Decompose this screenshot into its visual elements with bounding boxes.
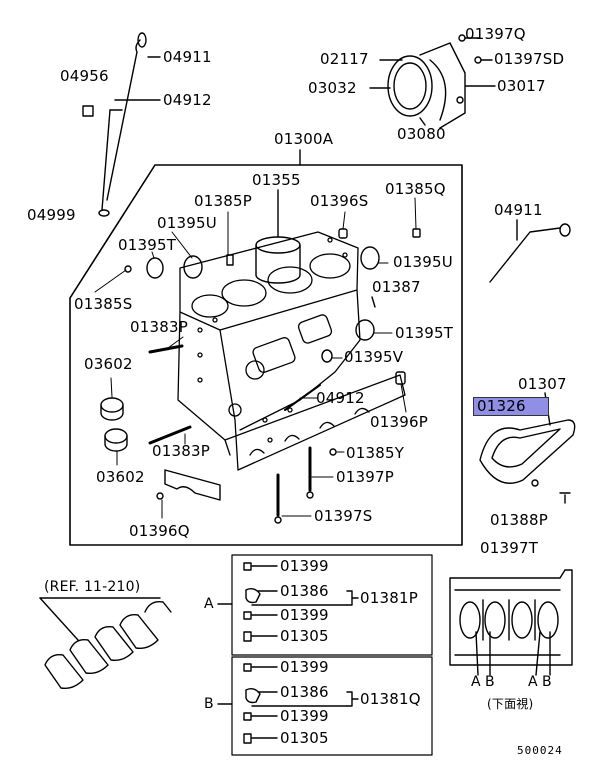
b-part-01399-1: 01399 <box>280 658 329 676</box>
b-part-01399-2: 01399 <box>280 707 329 725</box>
diagram-code: 500024 <box>517 744 563 757</box>
part-label-03032: 03032 <box>308 79 357 97</box>
a-part-01381P: 01381P <box>360 589 418 607</box>
part-label-04911-top: 04911 <box>163 48 212 66</box>
part-label-01397T: 01397T <box>480 539 539 557</box>
bearing-shells <box>100 397 128 452</box>
leader-lines <box>94 197 417 519</box>
part-label-01395U-left: 01395U <box>157 214 217 232</box>
part-label-01396Q: 01396Q <box>129 522 190 540</box>
bottom-view-ab-left: A B <box>471 674 495 690</box>
part-label-01395V: 01395V <box>344 348 404 366</box>
part-label-04912-mid: 04912 <box>316 389 365 407</box>
b-part-01381Q: 01381Q <box>360 690 421 708</box>
part-label-01307: 01307 <box>518 375 567 393</box>
part-label-01383P-top: 01383P <box>130 318 188 336</box>
part-label-01383P-bottom: 01383P <box>152 442 210 460</box>
part-label-01395T-right: 01395T <box>395 324 454 342</box>
part-label-01397Q: 01397Q <box>465 25 526 43</box>
part-label-01385P: 01385P <box>194 192 252 210</box>
part-label-01397SD: 01397SD <box>494 50 565 68</box>
part-label-01355: 01355 <box>252 171 301 189</box>
oil-level-gauge-left <box>82 32 161 217</box>
part-label-01387: 01387 <box>372 278 421 296</box>
part-label-01396S: 01396S <box>310 192 369 210</box>
cylinder-block-frame <box>69 149 463 546</box>
box-b <box>217 656 433 756</box>
bottom-view-ab-right: A B <box>528 674 552 690</box>
part-label-01397S: 01397S <box>314 507 373 525</box>
reference-label: (REF. 11-210) <box>44 579 141 595</box>
b-part-01305: 01305 <box>280 729 329 747</box>
a-part-01386: 01386 <box>280 582 329 600</box>
part-label-01385Q: 01385Q <box>385 180 446 198</box>
bearing-cap <box>164 446 314 524</box>
a-part-01399-2: 01399 <box>280 606 329 624</box>
box-b-label: B <box>204 696 214 712</box>
rear-oil-seal-case <box>369 34 496 129</box>
part-label-01396P: 01396P <box>370 413 428 431</box>
part-label-04911-right: 04911 <box>494 201 543 219</box>
part-label-02117: 02117 <box>320 50 369 68</box>
part-label-04912-top: 04912 <box>163 91 212 109</box>
cylinder-sleeve <box>255 189 301 284</box>
block-bottom-view <box>449 569 573 676</box>
part-label-03602-top: 03602 <box>84 355 133 373</box>
part-label-03602-bottom: 03602 <box>96 468 145 486</box>
part-label-04999: 04999 <box>27 206 76 224</box>
cylinder-block-drawing <box>177 231 406 471</box>
part-label-01397P: 01397P <box>336 468 394 486</box>
a-part-01305: 01305 <box>280 627 329 645</box>
a-part-01399-1: 01399 <box>280 557 329 575</box>
part-label-01395T-left: 01395T <box>118 236 177 254</box>
b-part-01386: 01386 <box>280 683 329 701</box>
part-label-01385S: 01385S <box>74 295 133 313</box>
bottom-view-caption: (下面視) <box>487 697 534 711</box>
box-a-label: A <box>204 596 214 612</box>
part-label-03080: 03080 <box>397 125 446 143</box>
part-label-01395U-right: 01395U <box>393 253 453 271</box>
part-label-03017: 03017 <box>497 77 546 95</box>
oil-level-gauge-right <box>489 219 571 283</box>
box-a <box>217 554 433 656</box>
part-label-04956: 04956 <box>60 67 109 85</box>
part-label-01385Y: 01385Y <box>346 444 405 462</box>
main-bearing-set <box>39 597 172 690</box>
part-label-01326-highlighted[interactable]: 01326 <box>473 397 549 416</box>
part-label-01300A: 01300A <box>274 130 334 148</box>
part-label-01388P: 01388P <box>490 511 548 529</box>
